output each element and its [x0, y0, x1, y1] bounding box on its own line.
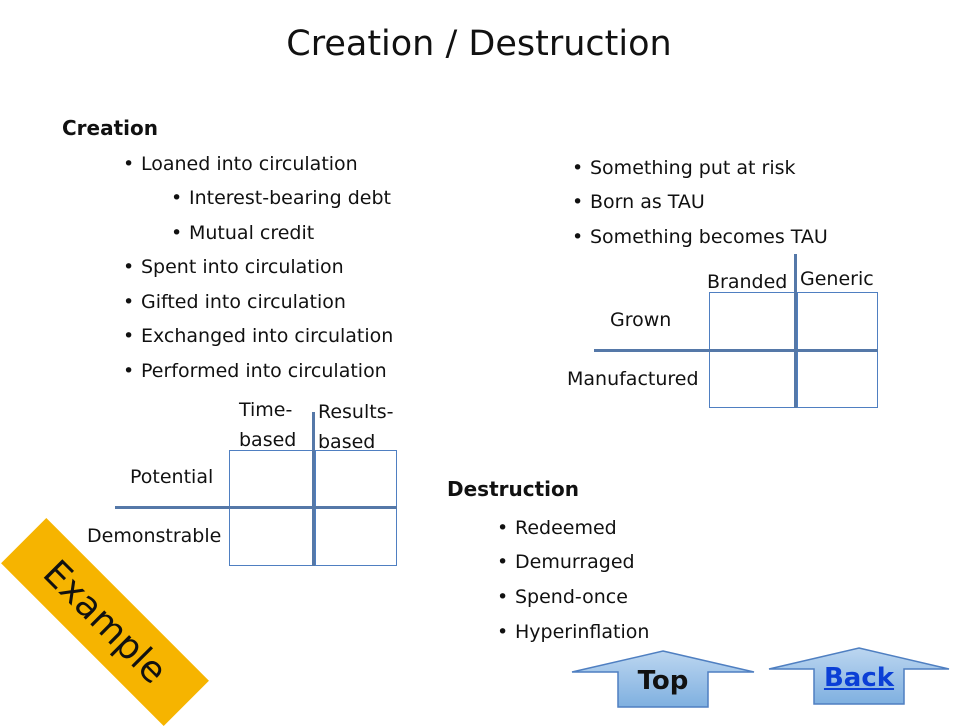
grid-right-col-label: Branded	[707, 271, 788, 293]
grid-left-row-label: Demonstrable	[87, 525, 222, 547]
grid-right-cell	[709, 350, 797, 408]
grid-right-cell	[797, 350, 878, 408]
grid-left-cell	[315, 508, 397, 566]
destruction-item: Demurraged	[497, 551, 635, 573]
example-label: Example	[35, 552, 175, 692]
risk-item: Something becomes TAU	[572, 226, 828, 248]
creation-item: Gifted into circulation	[123, 291, 346, 313]
top-button[interactable]: Top	[571, 650, 755, 708]
destruction-item: Redeemed	[497, 517, 617, 539]
page-title: Creation / Destruction	[286, 24, 672, 64]
grid-left-cell	[229, 450, 315, 508]
grid-right-row-label: Grown	[610, 309, 672, 331]
creation-item: Performed into circulation	[123, 360, 387, 382]
destruction-item: Spend-once	[497, 586, 628, 608]
creation-subitem: Mutual credit	[171, 222, 314, 244]
grid-right-row-label: Manufactured	[567, 368, 699, 390]
grid-right-axis-v	[794, 254, 797, 408]
creation-item: Spent into circulation	[123, 256, 344, 278]
up-arrow-icon	[571, 650, 755, 708]
creation-item: Loaned into circulation	[123, 153, 358, 175]
grid-left-col-label: Results- based	[318, 401, 394, 453]
creation-item: Exchanged into circulation	[123, 325, 393, 347]
grid-left-axis-v	[312, 412, 315, 566]
grid-right-axis-h	[594, 349, 878, 352]
risk-item: Born as TAU	[572, 191, 705, 213]
grid-right-cell	[709, 292, 797, 350]
grid-right-col-label: Generic	[800, 268, 874, 290]
back-button[interactable]: Back	[768, 647, 950, 705]
top-button-label: Top	[637, 666, 689, 696]
example-badge: Example	[1, 518, 209, 726]
grid-left-axis-h	[115, 506, 397, 509]
grid-right-cell	[797, 292, 878, 350]
destruction-heading: Destruction	[447, 477, 579, 501]
grid-left-col-label: Time- based	[239, 399, 297, 451]
creation-heading: Creation	[62, 116, 158, 140]
risk-item: Something put at risk	[572, 157, 795, 179]
grid-left-cell	[315, 450, 397, 508]
up-arrow-icon	[768, 647, 950, 705]
destruction-item: Hyperinflation	[497, 621, 649, 643]
grid-left-row-label: Potential	[130, 466, 214, 488]
back-link[interactable]: Back	[823, 663, 895, 693]
grid-left-cell	[229, 508, 315, 566]
creation-subitem: Interest-bearing debt	[171, 187, 391, 209]
